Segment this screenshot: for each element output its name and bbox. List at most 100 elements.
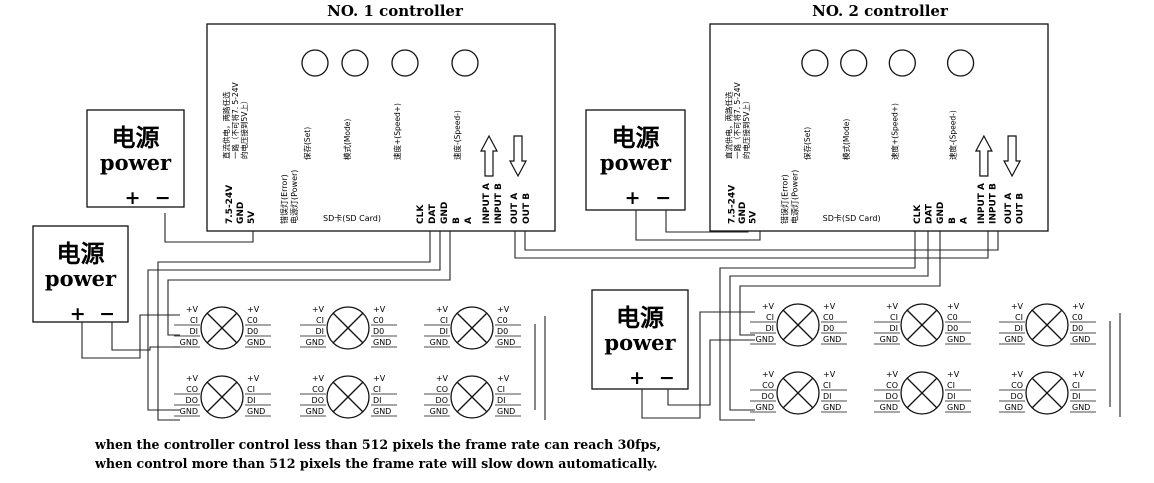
footer-note-line-1: when the controller control less than 51… [94,437,661,452]
pixel-pin: CI [1015,313,1023,322]
pixel-pin: D0 [823,324,834,333]
controller-2-box [709,23,1049,232]
pixel-pin: DI [315,327,324,336]
pixel-pin: GND [823,335,841,344]
pixel-pin: DI [497,396,506,405]
supply-note-line: 的电压接到5V上） [239,97,249,159]
output-arrow-down-icon [1003,135,1022,178]
signal-pin: GND [936,202,946,224]
pixel-pin: DO [436,396,448,405]
indicator-label: 错误灯(Error) [279,174,289,224]
pixel-pin: GND [756,335,774,344]
pixel-10 [776,371,820,415]
pixel-pin: GND [306,407,324,416]
plus-terminal: + [625,187,641,209]
wire [157,231,431,421]
signal-pin: OUT A [1004,193,1014,224]
controller-2-title: NO. 2 controller [812,2,949,20]
pixel-pin: DI [439,327,448,336]
pixel-pin: GND [497,338,515,347]
pixel-3 [450,306,494,350]
power-pin: 5V [749,211,759,224]
power-supply-box [585,109,686,211]
pixel-pin: +V [247,305,260,314]
pixel-pin: CI [823,381,831,390]
supply-note-line: 一路（不可将7. 5-24V [230,81,240,159]
pixel-pin: GND [947,403,965,412]
pixel-6 [450,375,494,419]
power-supply-en-label: power [600,150,672,175]
pixel-pin: GND [247,338,265,347]
plus-terminal: + [70,303,86,325]
power-pin: 5V [247,211,257,224]
minus-terminal: − [99,303,115,325]
pixel-pin: D0 [1072,324,1083,333]
pixel-pin: GND [947,335,965,344]
pixel-pin: +V [497,374,510,383]
wire [641,311,755,419]
signal-pin: DAT [924,203,934,224]
pixel-pin: +V [762,370,775,379]
pixel-pin: +V [247,374,260,383]
wire [111,322,180,351]
pixel-pin: +V [497,305,510,314]
button-label: 模式(Mode) [342,119,352,160]
pixel-pin: C0 [823,313,834,322]
pixel-pin: DO [312,396,324,405]
minus-terminal: − [155,187,171,209]
signal-pin: INPUT A [482,183,492,224]
pixel-pin: +V [373,305,386,314]
signal-pin: B [452,217,462,224]
pixel-pin: +V [1011,370,1024,379]
wire [164,213,254,243]
pixel-cross [206,381,238,413]
pixel-pin: CI [190,316,198,325]
pixel-pin: +V [886,370,899,379]
sd-card-label: SD卡(SD Card) [323,213,381,223]
indicator-label: 电源灯(Power) [289,170,299,224]
pixel-pin: CO [312,385,324,394]
button-3 [888,49,916,77]
pixel-pin: +V [1072,370,1085,379]
button-label: 速度+(Speed+) [889,103,899,160]
pixel-cross [782,309,814,341]
pixel-pin: CI [440,316,448,325]
pixel-pin: CI [890,313,898,322]
pixel-pin: C0 [497,316,508,325]
pixel-pin: GND [1005,403,1023,412]
pixel-pin: GND [180,407,198,416]
pixel-12 [1025,371,1069,415]
minus-terminal: − [659,367,675,389]
signal-pin: CLK [913,204,923,224]
pixel-pin: CI [947,381,955,390]
pixel-pin: GND [880,403,898,412]
controller-1-box [206,23,556,232]
button-4 [946,49,975,77]
button-1 [801,49,829,77]
pixel-pin: GND [880,335,898,344]
pixel-pin: +V [436,305,449,314]
pixel-pin: DI [947,392,956,401]
pixel-cross [332,312,364,344]
power-pin: GND [738,202,748,224]
supply-note-line: 的电压接到5V上） [741,97,751,159]
wire [167,231,451,336]
pixel-pin: CI [766,313,774,322]
pixel-pin: GND [373,407,391,416]
button-label: 保存(Set) [802,127,812,160]
pixel-7 [776,303,820,347]
power-supply-box [86,109,185,208]
button-4 [451,49,479,77]
power-supply-en-label: power [604,330,676,355]
pixel-4 [200,375,244,419]
pixel-cross [906,309,938,341]
pixel-9 [1025,303,1069,347]
pixel-5 [326,375,370,419]
pixel-pin: GND [430,338,448,347]
power-supply-cn-label: 电源 [57,239,105,268]
pixel-pin: C0 [373,316,384,325]
pixel-pin: +V [373,374,386,383]
power-supply-cn-label: 电源 [616,303,664,332]
